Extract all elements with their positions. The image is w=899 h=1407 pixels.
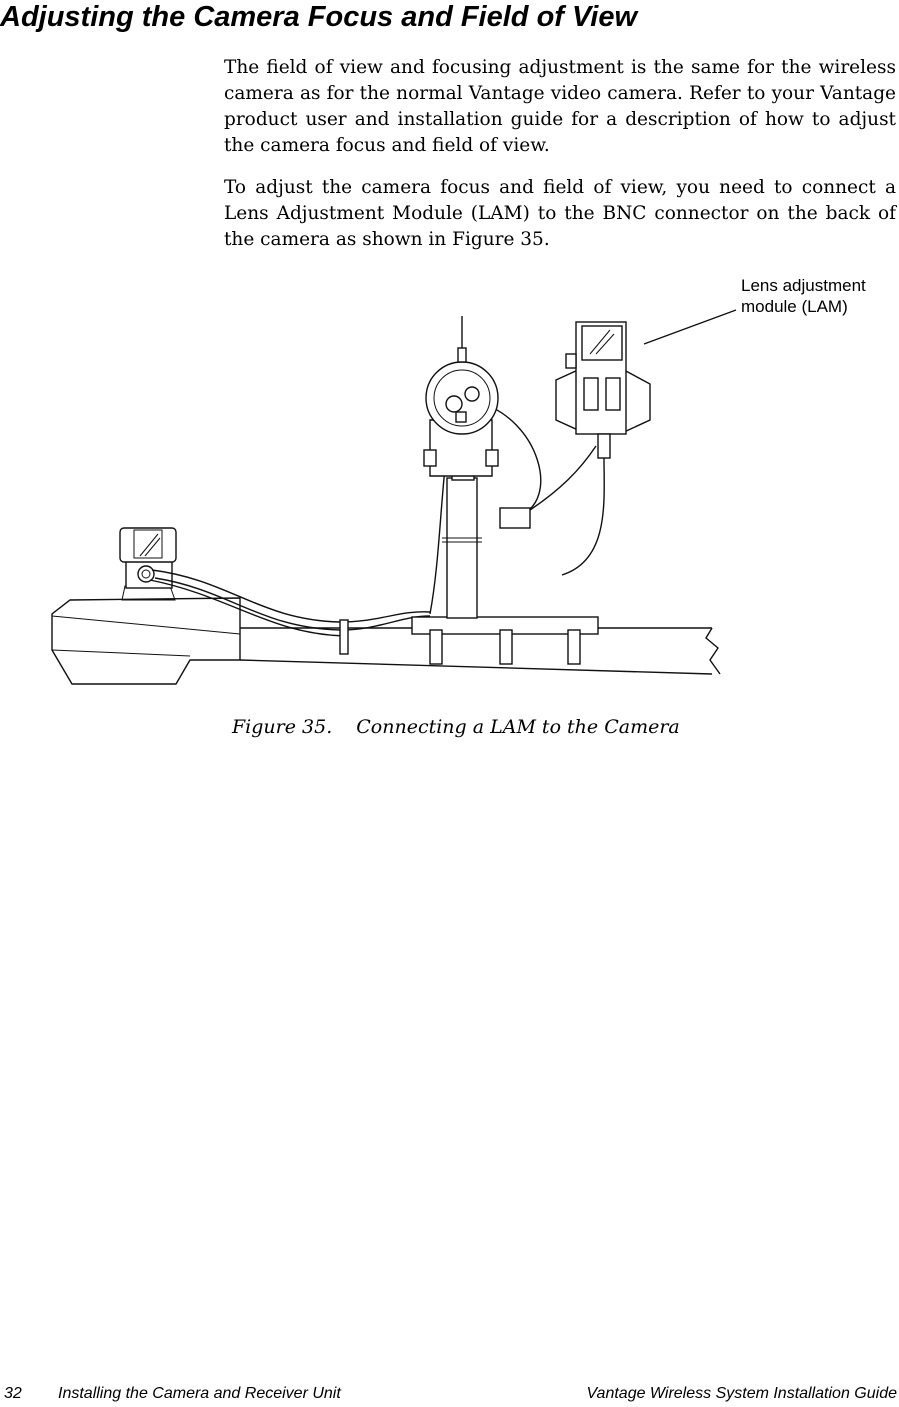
page-number: 32 xyxy=(4,1385,22,1402)
lam-device xyxy=(499,321,651,576)
camera-lam-illustration xyxy=(51,309,737,685)
callout-leader xyxy=(643,309,737,345)
callout-line-1: Lens adjustment xyxy=(741,276,866,295)
camera-pole xyxy=(442,461,482,619)
figure-caption: Figure 35. Connecting a LAM to the Camera xyxy=(232,714,680,740)
footer-book-title: Vantage Wireless System Installation Gui… xyxy=(586,1385,897,1402)
lam-callout: Lens adjustment module (LAM) xyxy=(741,275,891,317)
body-paragraph-2: To adjust the camera focus and field of … xyxy=(224,177,896,250)
body-paragraph-1: The field of view and focusing adjustmen… xyxy=(224,57,896,156)
camera-body xyxy=(423,316,499,477)
mount-bracket xyxy=(411,616,599,665)
section-heading: Adjusting the Camera Focus and Field of … xyxy=(0,1,638,33)
footer-section-title: Installing the Camera and Receiver Unit xyxy=(58,1385,341,1402)
traffic-housing xyxy=(51,527,241,685)
mast-arm xyxy=(239,627,721,675)
callout-line-2: module (LAM) xyxy=(741,297,848,316)
caption-text: Connecting a LAM to the Camera xyxy=(356,716,680,738)
caption-number: Figure 35. xyxy=(232,716,333,738)
